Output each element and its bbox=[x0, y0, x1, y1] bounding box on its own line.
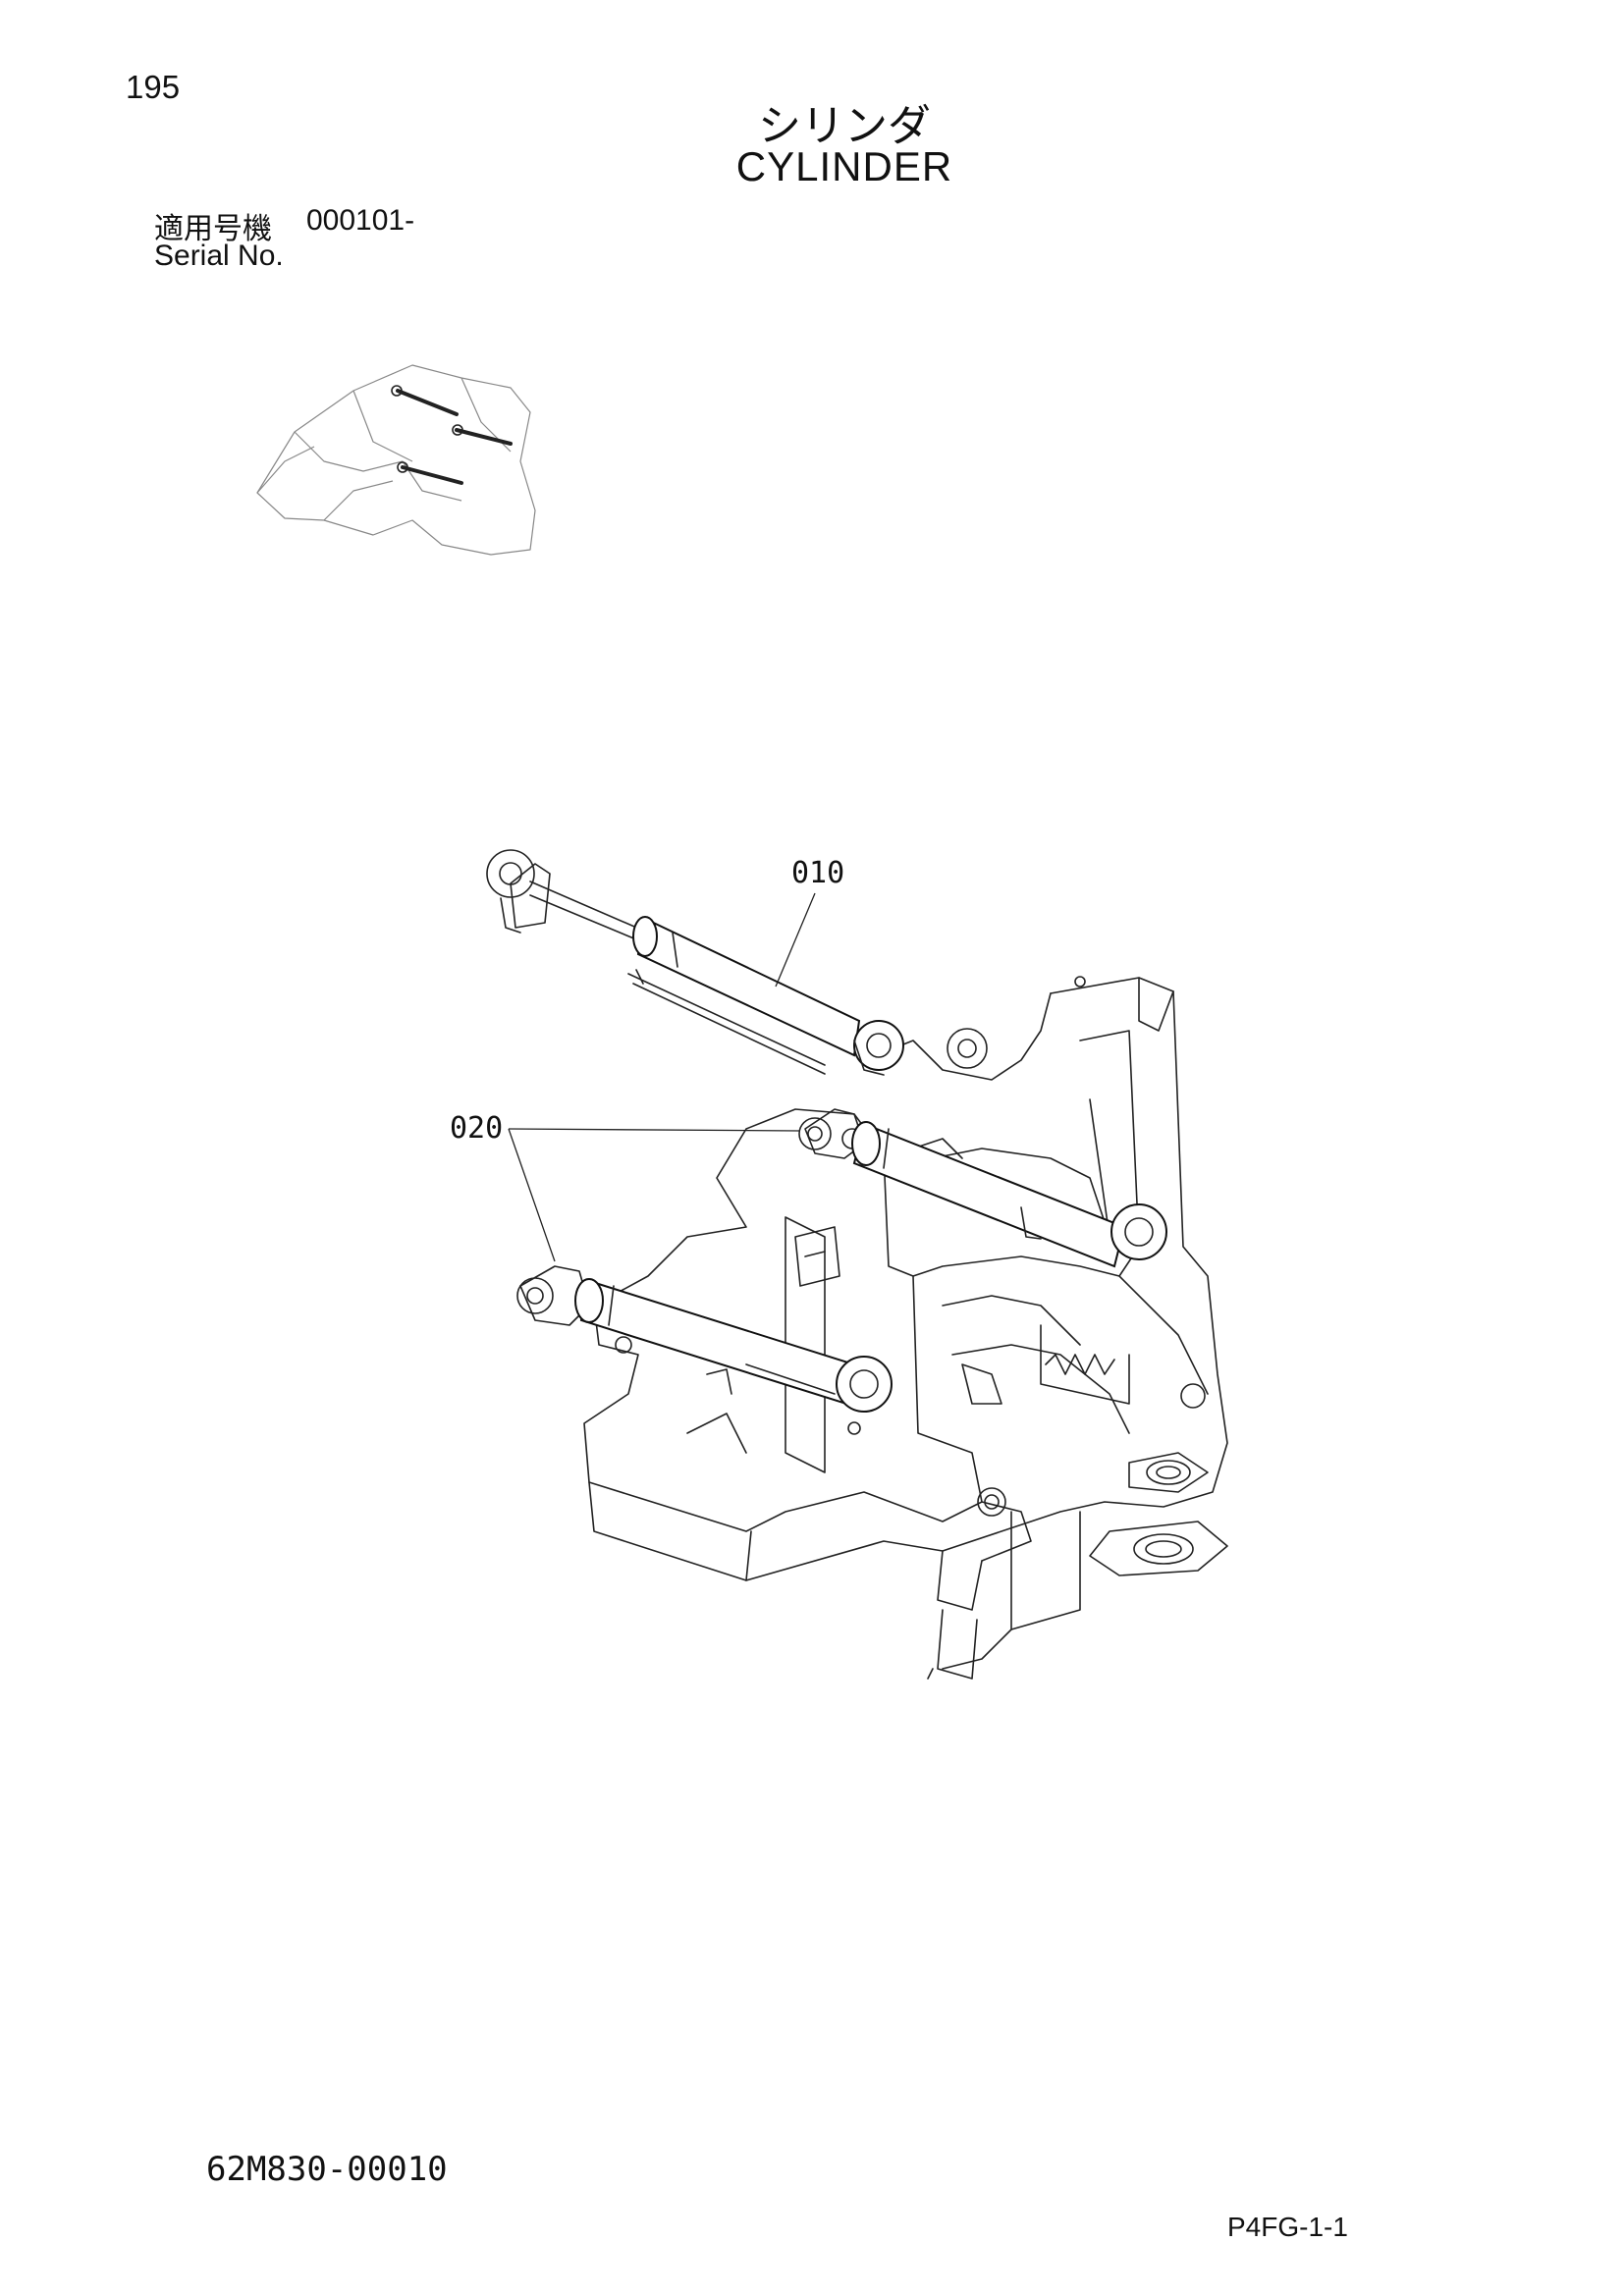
cylinder-020-upper bbox=[798, 1108, 1167, 1268]
page-number: 195 bbox=[126, 69, 181, 105]
loader-frame bbox=[583, 976, 1228, 1680]
drawing-number: 62M830-00010 bbox=[206, 2150, 448, 2189]
serial-number-value: 000101- bbox=[306, 204, 415, 237]
page-title: CYLINDER bbox=[735, 143, 953, 189]
page-code: P4FG-1-1 bbox=[1227, 2212, 1348, 2242]
page-title-japanese: シリンダ bbox=[758, 101, 931, 151]
serial-label-japanese: 適用号機 bbox=[154, 212, 272, 246]
leader-lines bbox=[508, 892, 816, 1262]
callout-020: 020 bbox=[450, 1111, 504, 1146]
serial-label: Serial No. bbox=[154, 240, 284, 272]
locator-thumbnail bbox=[256, 364, 536, 556]
cylinder-020-lower bbox=[516, 1265, 893, 1435]
callout-010: 010 bbox=[791, 856, 845, 890]
cylinder-010 bbox=[486, 849, 904, 1076]
